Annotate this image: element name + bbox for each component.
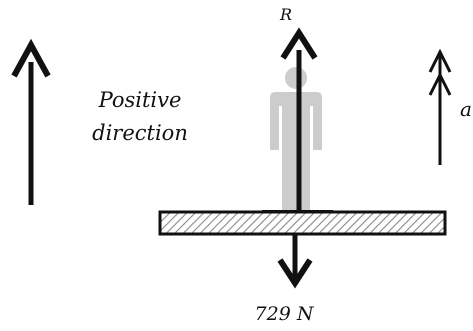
acceleration-label: a (460, 97, 472, 121)
person-silhouette-icon (270, 67, 322, 210)
positive-direction-label: Positive (98, 88, 182, 112)
direction-label: direction (92, 121, 188, 145)
positive-label-line1: Positive (98, 88, 182, 112)
positive-direction-arrow-icon (11, 38, 51, 205)
reaction-force-label: R (279, 5, 292, 24)
weight-force-label: 729 N (255, 303, 315, 325)
acceleration-arrow-icon (428, 48, 452, 165)
platform (158, 210, 447, 236)
weight-force-arrow-icon (277, 235, 313, 289)
positive-label-line2: direction (92, 121, 188, 145)
reaction-force-arrow-icon (280, 27, 318, 210)
